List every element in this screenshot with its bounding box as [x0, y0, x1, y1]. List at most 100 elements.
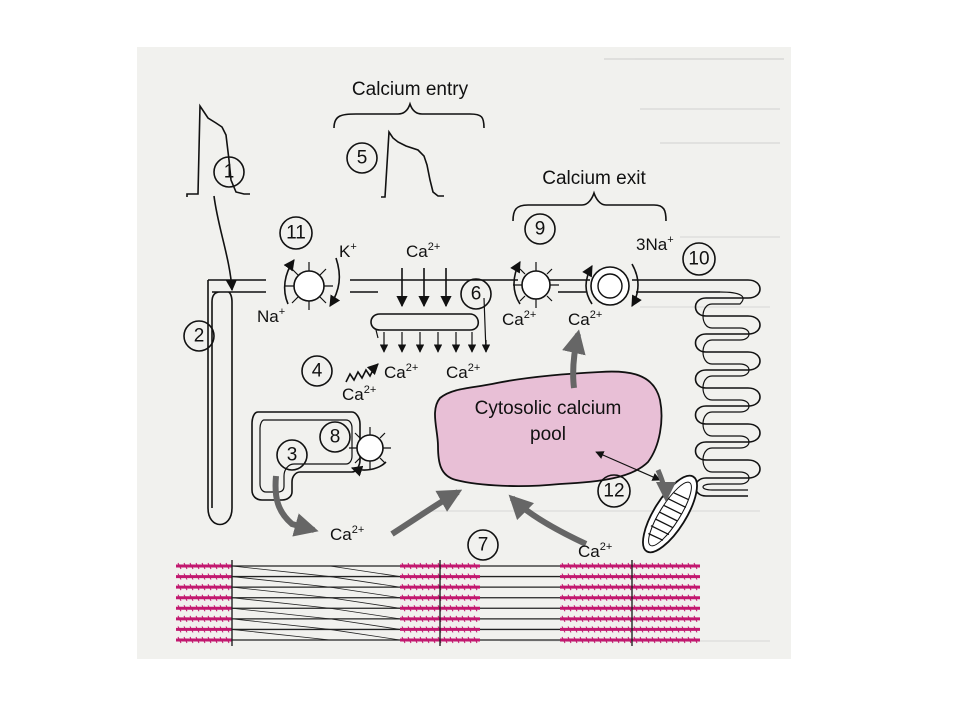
- cross-bridge: [467, 573, 472, 580]
- cross-bridge: [407, 615, 412, 623]
- cross-bridge: [455, 594, 460, 601]
- step-number-7: 7: [478, 535, 489, 556]
- cross-bridge: [669, 562, 674, 570]
- ca-release-label-1: Ca2+: [384, 362, 418, 382]
- cross-bridge: [177, 636, 182, 644]
- cross-bridge: [561, 636, 566, 644]
- cross-bridge: [219, 626, 224, 633]
- cross-bridge: [603, 615, 608, 623]
- cross-bridge: [567, 636, 572, 644]
- cross-bridge: [183, 615, 188, 623]
- gray-arrow-right-to-pool: [508, 494, 588, 547]
- cross-bridge: [621, 626, 626, 633]
- cross-bridge: [573, 573, 578, 580]
- step-circle-4: 4: [301, 355, 333, 387]
- gray-arrow-mito: [655, 469, 676, 502]
- cross-bridge: [669, 573, 674, 580]
- cross-bridge: [591, 594, 596, 601]
- cross-bridge: [609, 594, 614, 601]
- cross-bridge: [455, 573, 460, 580]
- cross-bridge: [419, 615, 424, 623]
- cross-bridge: [585, 583, 590, 591]
- cross-bridge: [681, 626, 686, 633]
- cross-bridge: [651, 594, 656, 601]
- cross-bridge: [633, 573, 638, 580]
- cross-bridge: [443, 583, 448, 591]
- cross-bridge: [455, 615, 460, 623]
- step-circle-1: 1: [213, 156, 245, 188]
- cross-bridge: [579, 562, 584, 570]
- cross-bridge: [425, 615, 430, 623]
- cross-bridge: [207, 562, 212, 570]
- cross-bridge: [455, 605, 460, 612]
- cross-bridge: [621, 562, 626, 570]
- cross-bridge: [425, 573, 430, 580]
- arrow-8-into-sr: [350, 461, 387, 477]
- cross-bridge: [693, 573, 698, 580]
- cross-bridge: [609, 615, 614, 623]
- step-circle-9: 9: [524, 213, 556, 245]
- cross-bridge: [189, 626, 194, 633]
- cross-bridge: [573, 636, 578, 644]
- cross-bridge: [561, 605, 566, 612]
- cross-bridge: [687, 636, 692, 644]
- filament-link: [329, 565, 401, 577]
- cross-bridge: [567, 583, 572, 591]
- cross-bridge: [183, 626, 188, 633]
- cross-bridge: [639, 583, 644, 591]
- cross-bridge: [675, 573, 680, 580]
- cross-bridge: [401, 583, 406, 591]
- filament-link: [329, 597, 401, 609]
- arrow-na-in: [283, 259, 295, 305]
- cross-bridge: [413, 594, 418, 601]
- gray-arrow-pool-to-pump: [562, 329, 586, 389]
- cross-bridge: [219, 605, 224, 612]
- cross-bridge: [603, 583, 608, 591]
- cross-bridge: [461, 615, 466, 623]
- cross-bridge: [633, 636, 638, 644]
- cross-bridge: [651, 626, 656, 633]
- cross-bridge: [663, 573, 668, 580]
- cross-bridge: [663, 626, 668, 633]
- cross-bridge: [681, 583, 686, 591]
- cross-bridge: [633, 626, 638, 633]
- cross-bridge: [225, 626, 230, 633]
- cross-bridge: [189, 573, 194, 580]
- cross-bridge: [219, 636, 224, 644]
- cross-bridge: [431, 562, 436, 570]
- cross-bridge: [201, 583, 206, 591]
- cross-bridge: [687, 583, 692, 591]
- cross-bridge: [645, 626, 650, 633]
- cross-bridge: [443, 626, 448, 633]
- cross-bridge: [413, 605, 418, 612]
- cross-bridge: [431, 605, 436, 612]
- cross-bridge: [597, 573, 602, 580]
- cross-bridge: [573, 615, 578, 623]
- cross-bridge: [425, 562, 430, 570]
- cross-bridge: [615, 594, 620, 601]
- cross-bridge: [579, 605, 584, 612]
- cross-bridge: [651, 573, 656, 580]
- cross-bridge: [609, 583, 614, 591]
- cross-bridge: [591, 605, 596, 612]
- mitochondrion: [642, 474, 698, 554]
- cross-bridge: [473, 573, 478, 580]
- ca-entry-label: Ca2+: [406, 241, 440, 261]
- cross-bridge: [585, 626, 590, 633]
- cross-bridge: [675, 562, 680, 570]
- cross-bridge: [615, 605, 620, 612]
- cross-bridge: [657, 636, 662, 644]
- cross-bridge: [693, 605, 698, 612]
- cross-bridge: [657, 626, 662, 633]
- cross-bridge: [579, 636, 584, 644]
- cross-bridge: [579, 583, 584, 591]
- cross-bridge: [603, 626, 608, 633]
- cross-bridge: [449, 605, 454, 612]
- cross-bridge: [207, 583, 212, 591]
- cross-bridge: [413, 636, 418, 644]
- cross-bridge: [645, 573, 650, 580]
- cross-bridge: [225, 573, 230, 580]
- cross-bridge: [591, 626, 596, 633]
- sr-release-arrows: [379, 332, 491, 353]
- cross-bridge: [687, 573, 692, 580]
